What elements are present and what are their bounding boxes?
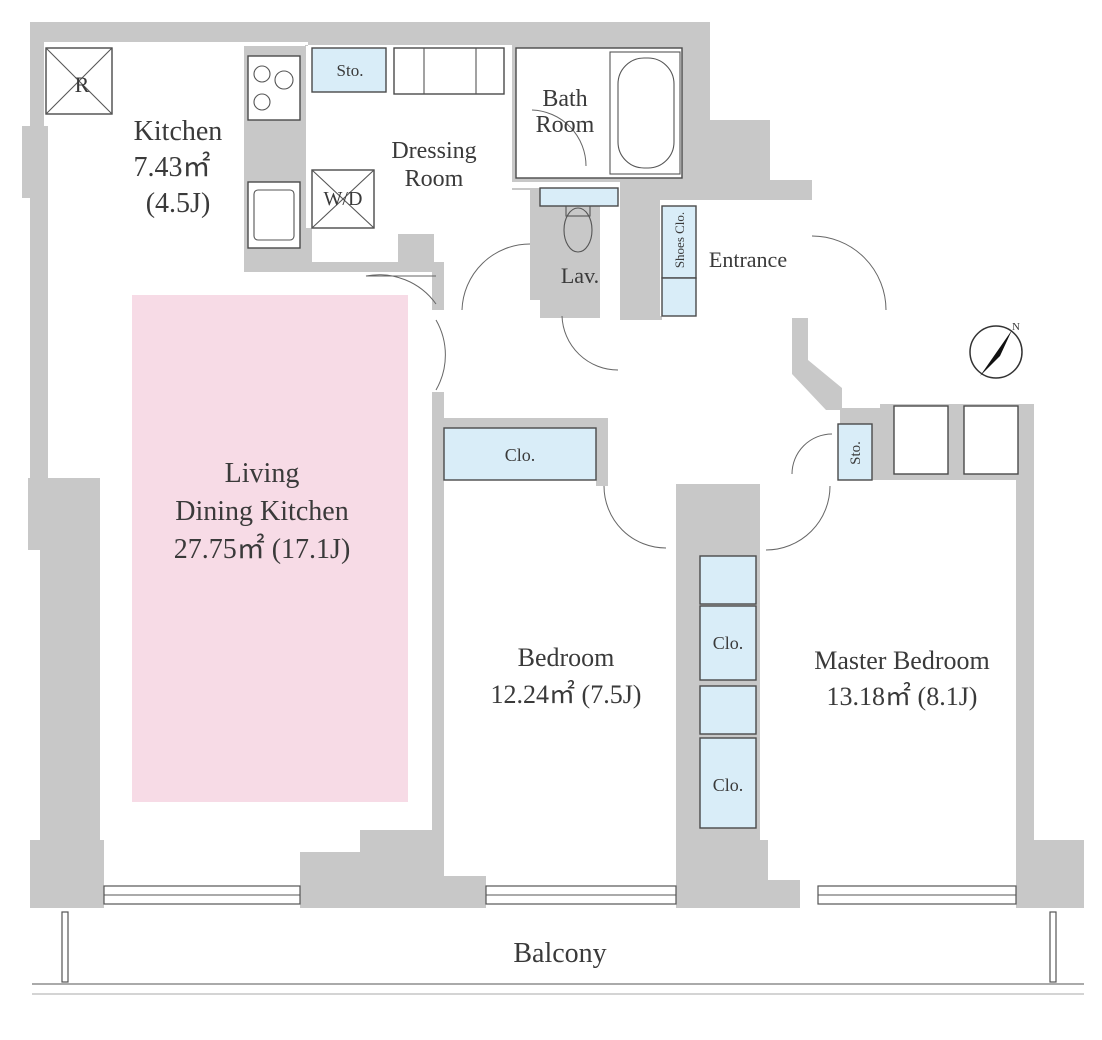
doors [365, 109, 887, 551]
dressing-bottom-wall [305, 228, 444, 310]
storage-label-hall: Sto. [848, 441, 864, 465]
closet-label-master-2: Clo. [713, 775, 744, 795]
closet-master-4 [699, 737, 757, 829]
ldk-highlight [132, 295, 408, 802]
bath-line2: Room [536, 112, 595, 138]
wd-cross-b [311, 169, 375, 229]
storage-hall [837, 423, 873, 481]
bath-room-box [515, 47, 683, 179]
door-dressing [461, 243, 531, 311]
dressing-line2: Room [405, 166, 464, 192]
bedroom-bottom-left [444, 876, 486, 908]
door-bedroom [603, 485, 667, 549]
ldk-hall-wall [432, 392, 444, 832]
stove [247, 55, 301, 121]
mechanical-wall-b [948, 404, 962, 480]
kitchen-sink [253, 189, 295, 241]
door-master [765, 485, 831, 551]
ldk-bottom-step [300, 830, 486, 908]
storage-dressing [311, 47, 387, 93]
pilaster-middle [28, 478, 100, 550]
closet-top-wall [434, 418, 606, 430]
outer-wall-left-lower [30, 198, 104, 908]
closet-master-1 [699, 555, 757, 605]
mechanical-wall-a [880, 404, 894, 480]
storage-label-dressing: Sto. [337, 61, 364, 80]
storage-units [311, 47, 873, 829]
lav-label: Lav. [561, 263, 599, 288]
balcony [32, 911, 1084, 995]
balcony-label: Balcony [513, 938, 606, 969]
pilaster-upper [22, 126, 48, 198]
balcony-post-left [61, 911, 69, 983]
washer-dryer-label: W/D [324, 188, 363, 210]
closet-label-hall: Clo. [505, 445, 536, 465]
toilet-bowl [563, 207, 593, 253]
bedroom-name: Bedroom [518, 643, 615, 672]
closet-hall [443, 427, 597, 481]
master-name: Master Bedroom [814, 646, 989, 675]
kitchen-name: Kitchen [134, 116, 223, 147]
windows [103, 885, 1017, 905]
dressing-line1: Dressing [391, 138, 476, 164]
closet-label-master-1: Clo. [713, 633, 744, 653]
labels: R Kitchen 7.43㎡ (4.5J) Sto. Dressing Roo… [75, 61, 990, 969]
north-arrow-icon: N [969, 321, 1023, 379]
closet-master-3 [699, 685, 757, 735]
burner-1 [253, 65, 271, 83]
door-ldk-swing [435, 319, 446, 391]
door-lav [561, 315, 619, 371]
compass-letter: N [1012, 321, 1020, 333]
shoes-closet-lower [661, 277, 697, 317]
entrance-threshold [620, 316, 662, 320]
door-entrance [811, 235, 887, 311]
toilet-tank [565, 205, 591, 217]
shoes-closet-label: Shoes Clo. [672, 212, 687, 268]
mechanical-box-b [963, 405, 1019, 475]
refrigerator-label: R [75, 72, 90, 97]
kitchen-jo: (4.5J) [146, 188, 211, 219]
bedroom-area: 12.24㎡ (7.5J) [491, 680, 642, 709]
burner-3 [253, 93, 271, 111]
lav-counter [539, 187, 619, 207]
mechanical-box-a [893, 405, 949, 475]
closet-right-wall [596, 418, 608, 486]
kitchen-sink-counter [247, 181, 301, 249]
refrigerator-cross-b [45, 47, 113, 115]
door-ldk [365, 274, 437, 305]
burner-2 [274, 70, 294, 90]
ldk-line2: Dining Kitchen [175, 496, 348, 527]
closet-master-2 [699, 605, 757, 681]
ldk-area: 27.75㎡ (17.1J) [174, 533, 351, 565]
bathtub [617, 57, 675, 169]
door-bath [531, 109, 587, 167]
dressing-shelf [393, 47, 505, 95]
kitchen-area: 7.43㎡ [133, 151, 210, 183]
door-storage [791, 433, 833, 475]
bath-line1: Bath [542, 86, 587, 112]
master-area: 13.18㎡ (8.1J) [827, 682, 978, 711]
fixtures [45, 47, 1019, 475]
entrance-label: Entrance [709, 247, 787, 272]
ldk-line1: Living [225, 458, 300, 489]
balcony-post-right [1049, 911, 1057, 983]
bathtub-frame [609, 51, 681, 175]
